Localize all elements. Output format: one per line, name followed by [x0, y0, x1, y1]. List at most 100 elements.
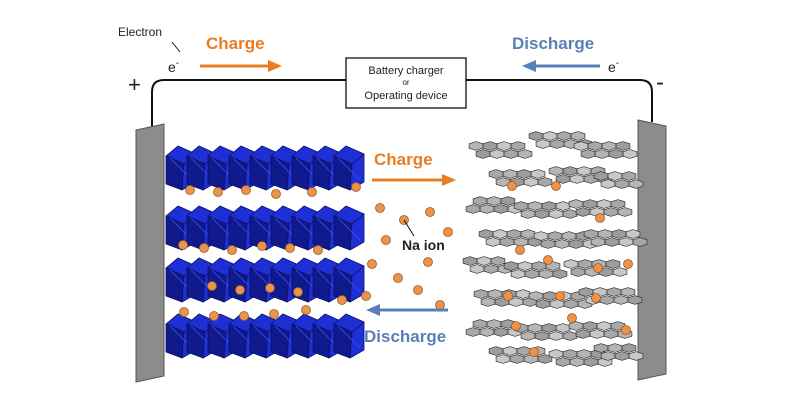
anode-hexagon [503, 149, 519, 159]
charge-label-middle: Charge [374, 150, 433, 169]
anode-hexagon [604, 237, 620, 247]
anode-hexagon [622, 149, 638, 159]
sodium-ion [351, 182, 361, 192]
anode-hexagon [524, 269, 540, 279]
anode-hexagon [593, 171, 609, 181]
anode-hexagon [487, 289, 503, 299]
anode-hexagon [510, 141, 526, 151]
anode-hexagon [599, 295, 615, 305]
electron-pointer [171, 41, 181, 53]
anode-hexagon [576, 166, 592, 176]
anode-hexagon [541, 323, 557, 333]
anode-hexagon [475, 149, 491, 159]
anode-hexagon [469, 264, 485, 274]
anode-hexagon [614, 351, 630, 361]
minus-terminal-label: - [656, 69, 664, 96]
sodium-ion [241, 185, 251, 195]
electron-label: Electron [118, 25, 162, 39]
anode-sheet [573, 141, 638, 159]
anode-hexagon [478, 229, 494, 239]
anode-hexagon [482, 141, 498, 151]
sodium-ion [307, 187, 317, 197]
cathode-layered-oxide [165, 145, 365, 359]
anode-hexagon [562, 209, 578, 219]
sodium-ion [543, 255, 553, 265]
anode-hexagon [575, 207, 591, 217]
anode-hexagon [462, 256, 478, 266]
anode-hexagon [570, 267, 586, 277]
anode-hexagon [610, 199, 626, 209]
na-ion-label: Na ion [402, 237, 445, 253]
anode-hexagon [555, 323, 571, 333]
anode-hexagon [488, 169, 504, 179]
anode-hexagon [605, 259, 621, 269]
anode-hexagon [486, 319, 502, 329]
anode-hexagon [534, 331, 550, 341]
anode-hexagon [542, 131, 558, 141]
anode-hexagon [583, 229, 599, 239]
anode-hexagon [530, 169, 546, 179]
sodium-ion [551, 181, 561, 191]
anode-hexagon [528, 131, 544, 141]
anode-hexagon [562, 331, 578, 341]
anode-hexagon [563, 259, 579, 269]
cathode-octahedron [333, 313, 365, 359]
sodium-ion [269, 309, 279, 319]
anode-hexagon [596, 199, 612, 209]
anode-hexagon [569, 174, 585, 184]
anode-hexagon [486, 196, 502, 206]
anode-hexagon [535, 139, 551, 149]
anode-hexagon [510, 269, 526, 279]
anode-hexagon [547, 231, 563, 241]
electron-right-label: e- [608, 58, 619, 75]
anode-sheet [593, 171, 644, 189]
sodium-ion [367, 259, 377, 269]
anode-sheet [478, 229, 543, 247]
anode-hexagon [603, 207, 619, 217]
anode-hexagon [502, 169, 518, 179]
anode-sheet [528, 131, 593, 149]
anode-hexagon [499, 237, 515, 247]
anode-hexagon [612, 267, 628, 277]
anode-hexagon [516, 346, 532, 356]
anode-hexagon [556, 131, 572, 141]
sodium-ion [301, 305, 311, 315]
anode-hexagon [515, 289, 531, 299]
anode-hexagon [492, 229, 508, 239]
anode-hexagon [611, 229, 627, 239]
anode-sheet [513, 201, 578, 219]
discharge-label-middle: Discharge [364, 327, 446, 346]
sodium-ion [593, 263, 603, 273]
anode-hexagon [496, 141, 512, 151]
sodium-ion [425, 207, 435, 217]
anode-sheet [568, 199, 633, 217]
sodium-ion [381, 235, 391, 245]
anode-sheet [488, 169, 553, 187]
device-label-line2: or [402, 78, 409, 87]
anode-hexagon [568, 239, 584, 249]
anode-hexagon [627, 295, 643, 305]
anode-hexagon [607, 343, 623, 353]
anode-hexagon [534, 209, 550, 219]
anode-hexagon [479, 327, 495, 337]
sodium-ion [567, 313, 577, 323]
anode-hexagon [472, 196, 488, 206]
anode-hexagon [548, 331, 564, 341]
sodium-ion [207, 281, 217, 291]
discharge-arrow-middle [366, 304, 448, 316]
anode-hexagon [617, 207, 633, 217]
charge-label-top: Charge [206, 34, 265, 53]
anode-hexagon [495, 354, 511, 364]
anode-hexagon [488, 346, 504, 356]
sodium-ion [435, 300, 445, 310]
anode-hard-carbon [462, 131, 648, 367]
electron-left-symbol: e [168, 59, 176, 75]
circuit-wire [151, 79, 653, 132]
anode-hexagon [614, 179, 630, 189]
anode-hexagon [632, 237, 648, 247]
anode-sheet [513, 323, 578, 341]
anode-hexagon [541, 201, 557, 211]
anode-hexagon [527, 201, 543, 211]
sodium-ion [555, 291, 565, 301]
anode-hexagon [555, 357, 571, 367]
